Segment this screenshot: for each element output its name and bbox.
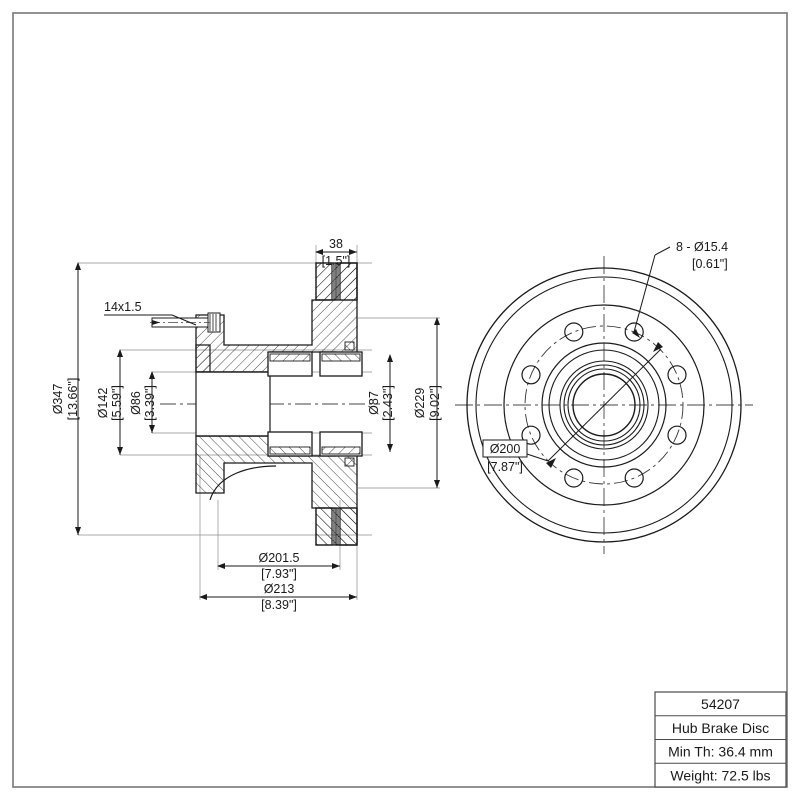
- bolt-circle-label-box: [482, 439, 528, 458]
- title-block-description: Hub Brake Disc: [672, 720, 769, 736]
- stud-hole: [667, 365, 687, 385]
- rotor-band-upper-outer: [339, 262, 358, 301]
- rotor-band-lower-outer: [339, 507, 358, 546]
- stud-hole-group: [521, 322, 687, 488]
- title-block-part-number: 54207: [701, 696, 740, 712]
- bearing-upper: [267, 351, 363, 377]
- title-block: 54207 Hub Brake Disc Min Th: 36.4 mm Wei…: [654, 691, 787, 788]
- hole-callout-imperial: [0.61"]: [692, 257, 728, 271]
- dim-201-5-imperial: [7.93"]: [261, 567, 297, 581]
- bolt-circle: [524, 325, 684, 485]
- hub-circle-44: [559, 360, 649, 450]
- hub-bore-circle: [572, 373, 636, 437]
- bolt-circle-imperial: [7.87"]: [487, 460, 523, 474]
- thread-callout-leader: [104, 314, 197, 326]
- hub-bore-face: [195, 371, 271, 437]
- rotor-band-lower: [315, 507, 333, 546]
- bolt-circle-metric: Ø200: [490, 442, 521, 456]
- stud-hole: [521, 425, 541, 445]
- rotor-band-upper: [315, 262, 333, 301]
- thread-callout-text: 14x1.5: [104, 300, 142, 314]
- hub-upper-arm: [195, 344, 211, 373]
- wheel-stud: [150, 312, 221, 333]
- section-view: 14x1.5: [78, 245, 440, 600]
- dim-142-metric: Ø142: [96, 388, 110, 419]
- front-view: 8 - Ø15.4 [0.61"] Ø200 [7.87"]: [455, 240, 753, 554]
- seal-lower: [344, 457, 355, 467]
- dim-86-metric: Ø86: [129, 391, 143, 415]
- seal-upper: [344, 341, 355, 351]
- dim-347-imperial: [13.66"]: [66, 378, 80, 421]
- bolt-circle-leader: [514, 342, 663, 468]
- stud-hole: [624, 322, 644, 342]
- rotor-hat-circle: [503, 304, 705, 506]
- stud-hole: [521, 365, 541, 385]
- stud-hole: [564, 322, 584, 342]
- hub-circle-62: [541, 342, 667, 468]
- stud-hole: [624, 468, 644, 488]
- dim-87-metric: Ø87: [367, 391, 381, 415]
- section-dimensions: Ø347 [13.66"] Ø142 [5.59"] Ø86 [3.39"] Ø…: [51, 237, 442, 612]
- dim-86-imperial: [3.39"]: [143, 385, 157, 421]
- dim-229-imperial: [9.02"]: [428, 385, 442, 421]
- dim-142-imperial: [5.59"]: [110, 385, 124, 421]
- dim-38-imperial: [1.5"]: [322, 254, 351, 268]
- bearing-lower: [267, 431, 363, 457]
- hole-callout-count: 8 - Ø15.4: [676, 240, 728, 254]
- title-block-min-thickness: Min Th: 36.4 mm: [668, 744, 773, 760]
- hub-circle-55: [548, 349, 660, 461]
- rotor-outer-circle: [466, 267, 742, 543]
- stud-hole: [667, 425, 687, 445]
- dim-229-metric: Ø229: [413, 388, 427, 419]
- dim-213-imperial: [8.39"]: [261, 598, 297, 612]
- dim-201-5-metric: Ø201.5: [258, 551, 299, 565]
- stud-hole: [564, 468, 584, 488]
- dim-87-imperial: [2.43"]: [381, 385, 395, 421]
- dim-38-metric: 38: [329, 237, 343, 251]
- rotor-outer-circle-inner: [475, 276, 733, 534]
- dim-213-metric: Ø213: [264, 582, 295, 596]
- hub-circle-36: [567, 368, 641, 442]
- sheet-border: [12, 12, 788, 788]
- hub-circle-40: [563, 364, 645, 446]
- dim-347-metric: Ø347: [51, 384, 65, 415]
- hole-callout-leader: [632, 246, 671, 338]
- title-block-weight: Weight: 72.5 lbs: [670, 768, 770, 784]
- web-fillet-curve: [209, 465, 277, 501]
